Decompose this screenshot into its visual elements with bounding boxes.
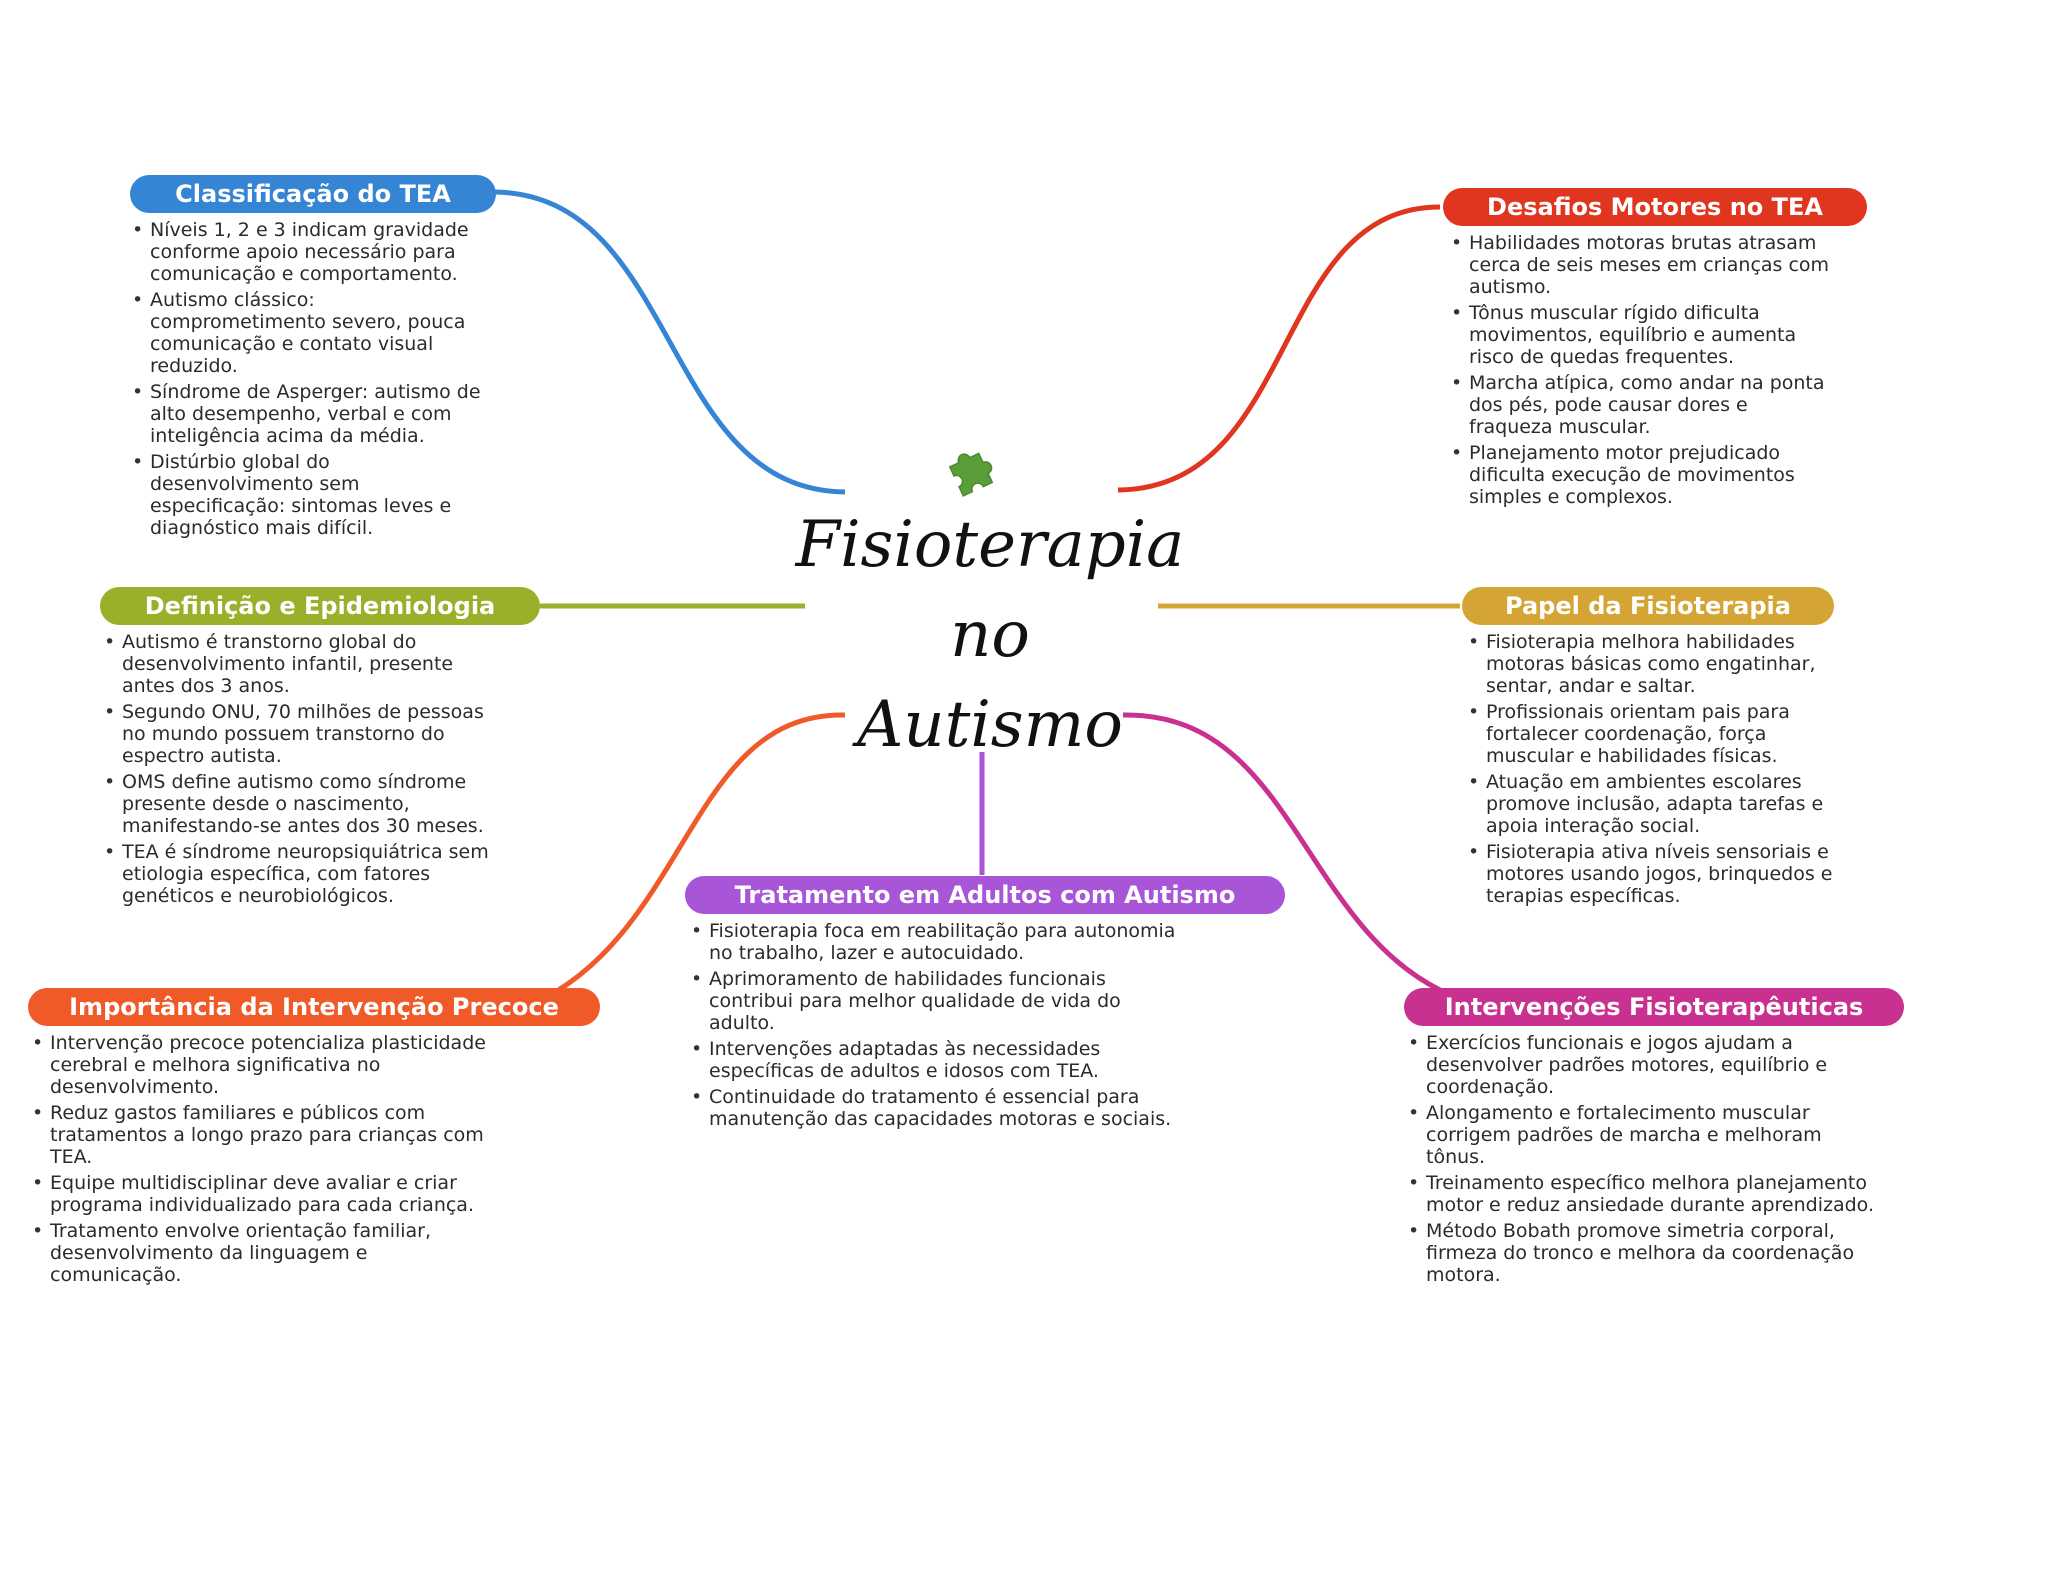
list-item: Síndrome de Asperger: autismo de alto de… <box>132 381 492 447</box>
branch-title: Classificação do TEA <box>130 175 496 213</box>
list-item: OMS define autismo como síndrome present… <box>104 771 504 837</box>
connector-intervencoes <box>1122 712 1442 993</box>
branch-desafios: Desafios Motores no TEA Habilidades moto… <box>1443 188 1867 512</box>
connector-importancia <box>533 712 846 1006</box>
list-item: Alongamento e fortalecimento muscular co… <box>1408 1102 1878 1168</box>
branch-title: Importância da Intervenção Precoce <box>28 988 600 1026</box>
list-item: Fisioterapia melhora habilidades motoras… <box>1468 631 1840 697</box>
list-item: Aprimoramento de habilidades funcionais … <box>691 968 1191 1034</box>
branch-title: Definição e Epidemiologia <box>100 587 540 625</box>
list-item: Habilidades motoras brutas atrasam cerca… <box>1451 232 1831 298</box>
list-item: Atuação em ambientes escolares promove i… <box>1468 771 1840 837</box>
central-topic-line: Autismo <box>857 688 1123 762</box>
list-item: Marcha atípica, como andar na ponta dos … <box>1451 372 1831 438</box>
list-item: Intervenção precoce potencializa plastic… <box>32 1032 492 1098</box>
branch-definicao: Definição e Epidemiologia Autismo é tran… <box>100 587 540 911</box>
branch-classificacao: Classificação do TEA Níveis 1, 2 e 3 ind… <box>130 175 500 543</box>
connector-desafios <box>1117 204 1441 493</box>
branch-tratamento: Tratamento em Adultos com Autismo Fisiot… <box>685 876 1285 1134</box>
list-item: Reduz gastos familiares e públicos com t… <box>32 1102 492 1168</box>
branch-intervencoes: Intervenções Fisioterapêuticas Exercício… <box>1404 988 1904 1290</box>
branch-list: Intervenção precoce potencializa plastic… <box>32 1032 492 1286</box>
list-item: Intervenções adaptadas às necessidades e… <box>691 1038 1191 1082</box>
connector-classificacao <box>494 189 846 495</box>
branch-list: Fisioterapia melhora habilidades motoras… <box>1468 631 1840 907</box>
branch-title: Intervenções Fisioterapêuticas <box>1404 988 1904 1026</box>
list-item: Equipe multidisciplinar deve avaliar e c… <box>32 1172 492 1216</box>
list-item: Distúrbio global do desenvolvimento sem … <box>132 451 492 539</box>
list-item: TEA é síndrome neuropsiquiátrica sem eti… <box>104 841 504 907</box>
branch-list: Exercícios funcionais e jogos ajudam a d… <box>1408 1032 1878 1286</box>
list-item: Profissionais orientam pais para fortale… <box>1468 701 1840 767</box>
branch-title: Tratamento em Adultos com Autismo <box>685 876 1285 914</box>
list-item: Planejamento motor prejudicado dificulta… <box>1451 442 1831 508</box>
central-topic-line: Fisioterapia <box>795 508 1185 582</box>
branch-papel: Papel da Fisioterapia Fisioterapia melho… <box>1462 587 1834 911</box>
branch-list: Habilidades motoras brutas atrasam cerca… <box>1451 232 1831 508</box>
list-item: Autismo clássico: comprometimento severo… <box>132 289 492 377</box>
central-topic-line: no <box>950 598 1030 672</box>
list-item: Tratamento envolve orientação familiar, … <box>32 1220 492 1286</box>
list-item: Continuidade do tratamento é essencial p… <box>691 1086 1191 1130</box>
branch-list: Níveis 1, 2 e 3 indicam gravidade confor… <box>132 219 492 539</box>
list-item: Níveis 1, 2 e 3 indicam gravidade confor… <box>132 219 492 285</box>
list-item: Treinamento específico melhora planejame… <box>1408 1172 1878 1216</box>
list-item: Exercícios funcionais e jogos ajudam a d… <box>1408 1032 1878 1098</box>
branch-title: Papel da Fisioterapia <box>1462 587 1834 625</box>
branch-list: Autismo é transtorno global do desenvolv… <box>104 631 504 907</box>
list-item: Tônus muscular rígido dificulta moviment… <box>1451 302 1831 368</box>
list-item: Segundo ONU, 70 milhões de pessoas no mu… <box>104 701 504 767</box>
central-topic: Fisioterapia no Autismo <box>790 500 1190 770</box>
list-item: Método Bobath promove simetria corporal,… <box>1408 1220 1878 1286</box>
list-item: Autismo é transtorno global do desenvolv… <box>104 631 504 697</box>
list-item: Fisioterapia ativa níveis sensoriais e m… <box>1468 841 1840 907</box>
branch-list: Fisioterapia foca em reabilitação para a… <box>691 920 1191 1130</box>
branch-title: Desafios Motores no TEA <box>1443 188 1867 226</box>
branch-importancia: Importância da Intervenção Precoce Inter… <box>28 988 600 1290</box>
puzzle-piece-icon <box>940 440 1004 508</box>
list-item: Fisioterapia foca em reabilitação para a… <box>691 920 1191 964</box>
